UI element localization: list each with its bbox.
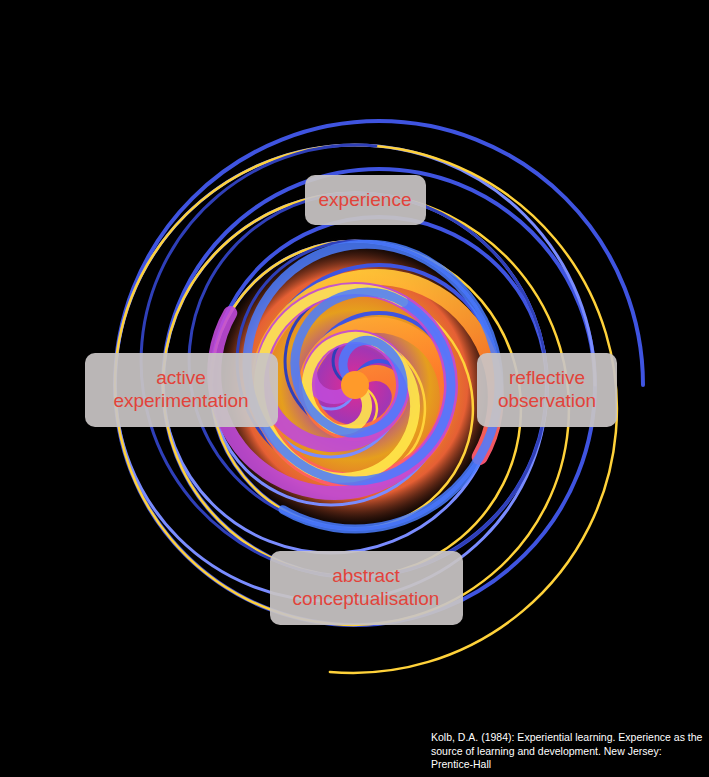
spiral-centre (341, 371, 369, 399)
stage-box: active experimentation (85, 353, 278, 427)
stage-box: experience (305, 175, 426, 226)
stage-label: experience (319, 189, 412, 212)
stage-box: reflective observation (477, 353, 617, 427)
stage-label: abstract conceptualisation (284, 565, 449, 611)
citation: Kolb, D.A. (1984): Experiential learning… (431, 731, 703, 772)
stage-label: reflective observation (491, 367, 603, 413)
spiral-arm (91, 125, 639, 695)
stage-label: active experimentation (99, 367, 264, 413)
stage-box: abstract conceptualisation (270, 551, 463, 625)
